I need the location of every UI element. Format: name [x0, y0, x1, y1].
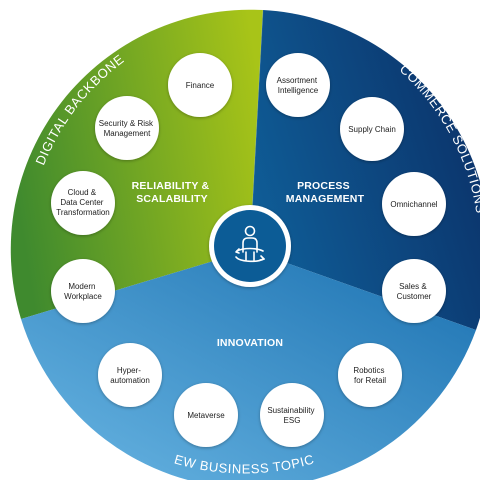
- sector-label-line: SCALABILITY: [136, 193, 208, 205]
- node-sales-label: Sales & Customer: [397, 282, 432, 301]
- node-security-risk-management[interactable]: Security & Risk Management: [95, 96, 159, 160]
- node-modern-workplace[interactable]: Modern Workplace: [51, 259, 115, 323]
- node-supply-chain[interactable]: Supply Chain: [340, 97, 404, 161]
- center-hub: [209, 205, 291, 287]
- node-omnichannel[interactable]: Omnichannel: [382, 172, 446, 236]
- sector-label-line: INNOVATION: [217, 337, 283, 349]
- node-sales-customer[interactable]: Sales & Customer: [382, 259, 446, 323]
- sector-label-innovation: INNOVATION: [217, 337, 283, 349]
- node-cloud-data-center[interactable]: Cloud & Data Center Transformation: [51, 171, 115, 235]
- node-workplace-label: Modern Workplace: [64, 282, 102, 301]
- node-hyperautomation-label: Hyper- automation: [110, 366, 150, 385]
- node-supply-label: Supply Chain: [348, 125, 396, 134]
- node-hyperautomation[interactable]: Hyper- automation: [98, 343, 162, 407]
- node-sustainability-esg[interactable]: Sustainability ESG: [260, 383, 324, 447]
- sector-label-line: RELIABILITY &: [132, 180, 210, 192]
- node-cloud-label: Cloud & Data Center Transformation: [56, 188, 110, 217]
- sector-label-line: MANAGEMENT: [286, 193, 365, 205]
- node-omnichannel-label: Omnichannel: [390, 200, 437, 209]
- node-sustainability-label: Sustainability ESG: [267, 406, 316, 425]
- node-metaverse-label: Metaverse: [187, 411, 225, 420]
- node-robotics-for-retail[interactable]: Robotics for Retail: [338, 343, 402, 407]
- sector-label-reliability: RELIABILITY & SCALABILITY: [132, 180, 213, 205]
- node-finance-label: Finance: [186, 81, 215, 90]
- node-finance[interactable]: Finance: [168, 53, 232, 117]
- node-security-label: Security & Risk Management: [99, 119, 155, 138]
- sector-label-process: PROCESS MANAGEMENT: [286, 180, 365, 205]
- person-orbit-icon: [235, 225, 265, 263]
- node-robotics-label: Robotics for Retail: [353, 366, 386, 385]
- sector-lightblue-innovation: [21, 250, 476, 480]
- node-assortment-label: Assortment Intelligence: [277, 76, 320, 95]
- sector-label-line: PROCESS: [297, 180, 350, 192]
- node-metaverse[interactable]: Metaverse: [174, 383, 238, 447]
- node-assortment-intelligence[interactable]: Assortment Intelligence: [266, 53, 330, 117]
